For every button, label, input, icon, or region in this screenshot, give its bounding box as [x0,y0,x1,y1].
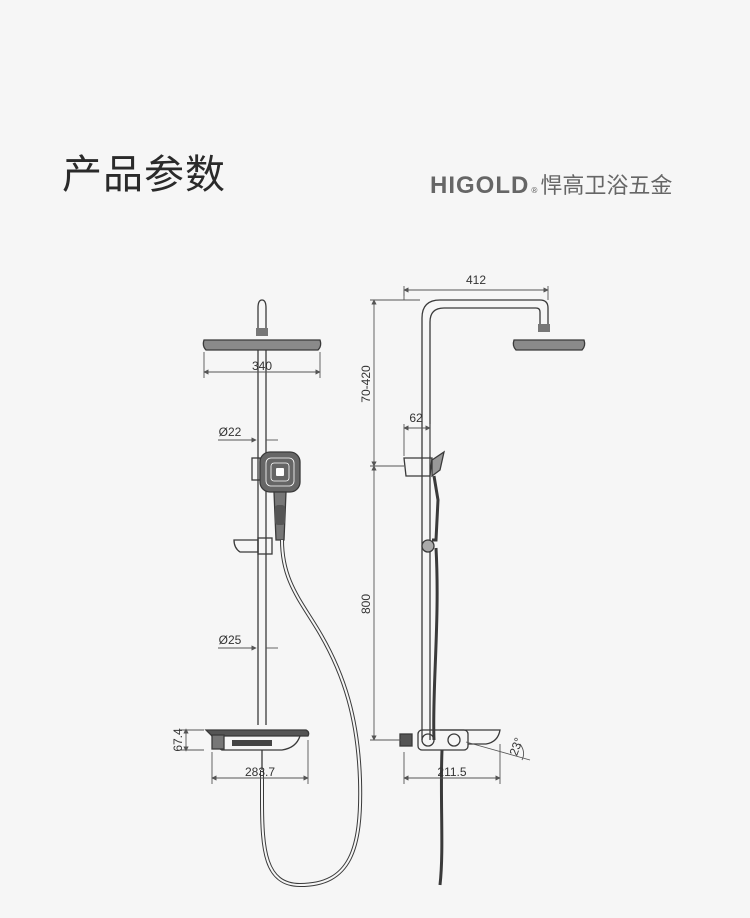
front-dimensions [180,352,321,784]
front-mixer-knob [211,734,225,750]
page-title: 产品参数 [62,152,226,198]
front-bottom-shelf [204,729,310,737]
dim-slide-range: 70-420 [359,365,373,403]
dim-upper-pipe: Ø22 [219,425,242,439]
dim-angle: 23° [507,736,526,758]
side-hose [432,547,439,741]
dim-head-width: 340 [252,359,272,373]
side-holder [403,457,433,477]
front-view [202,299,363,888]
dim-shelf-width: 283.7 [245,765,275,779]
brand-logo: HIGOLD ® 悍高卫浴五金 [430,168,672,200]
dim-shelf-height: 67.4 [171,728,185,752]
front-small-shelf [233,539,259,553]
dim-lower-length: 800 [359,594,373,614]
side-view [399,299,586,886]
front-hose [260,539,363,888]
dim-lower-pipe: Ø25 [219,633,242,647]
brand-chinese-name: 悍高卫浴五金 [540,174,673,199]
dim-arm-length: 412 [466,273,486,287]
front-holder [251,457,261,481]
front-shower-head [202,339,322,351]
side-riser-arm [421,299,549,740]
front-head-mount [256,328,268,336]
side-dimensions [370,286,549,784]
side-head-mount [538,324,550,332]
brand-registered-mark: ® [530,186,539,195]
dim-shelf-depth: 211.5 [437,765,466,779]
front-top-connector [257,299,267,330]
side-outlet-hose [438,749,444,886]
brand-name: HIGOLD [430,172,530,199]
side-slider-knob [421,539,435,553]
side-hand-shower [432,475,440,542]
side-shower-head [512,339,586,351]
dim-holder-offset: 62 [409,411,423,425]
side-bottom-shelf [440,729,501,745]
